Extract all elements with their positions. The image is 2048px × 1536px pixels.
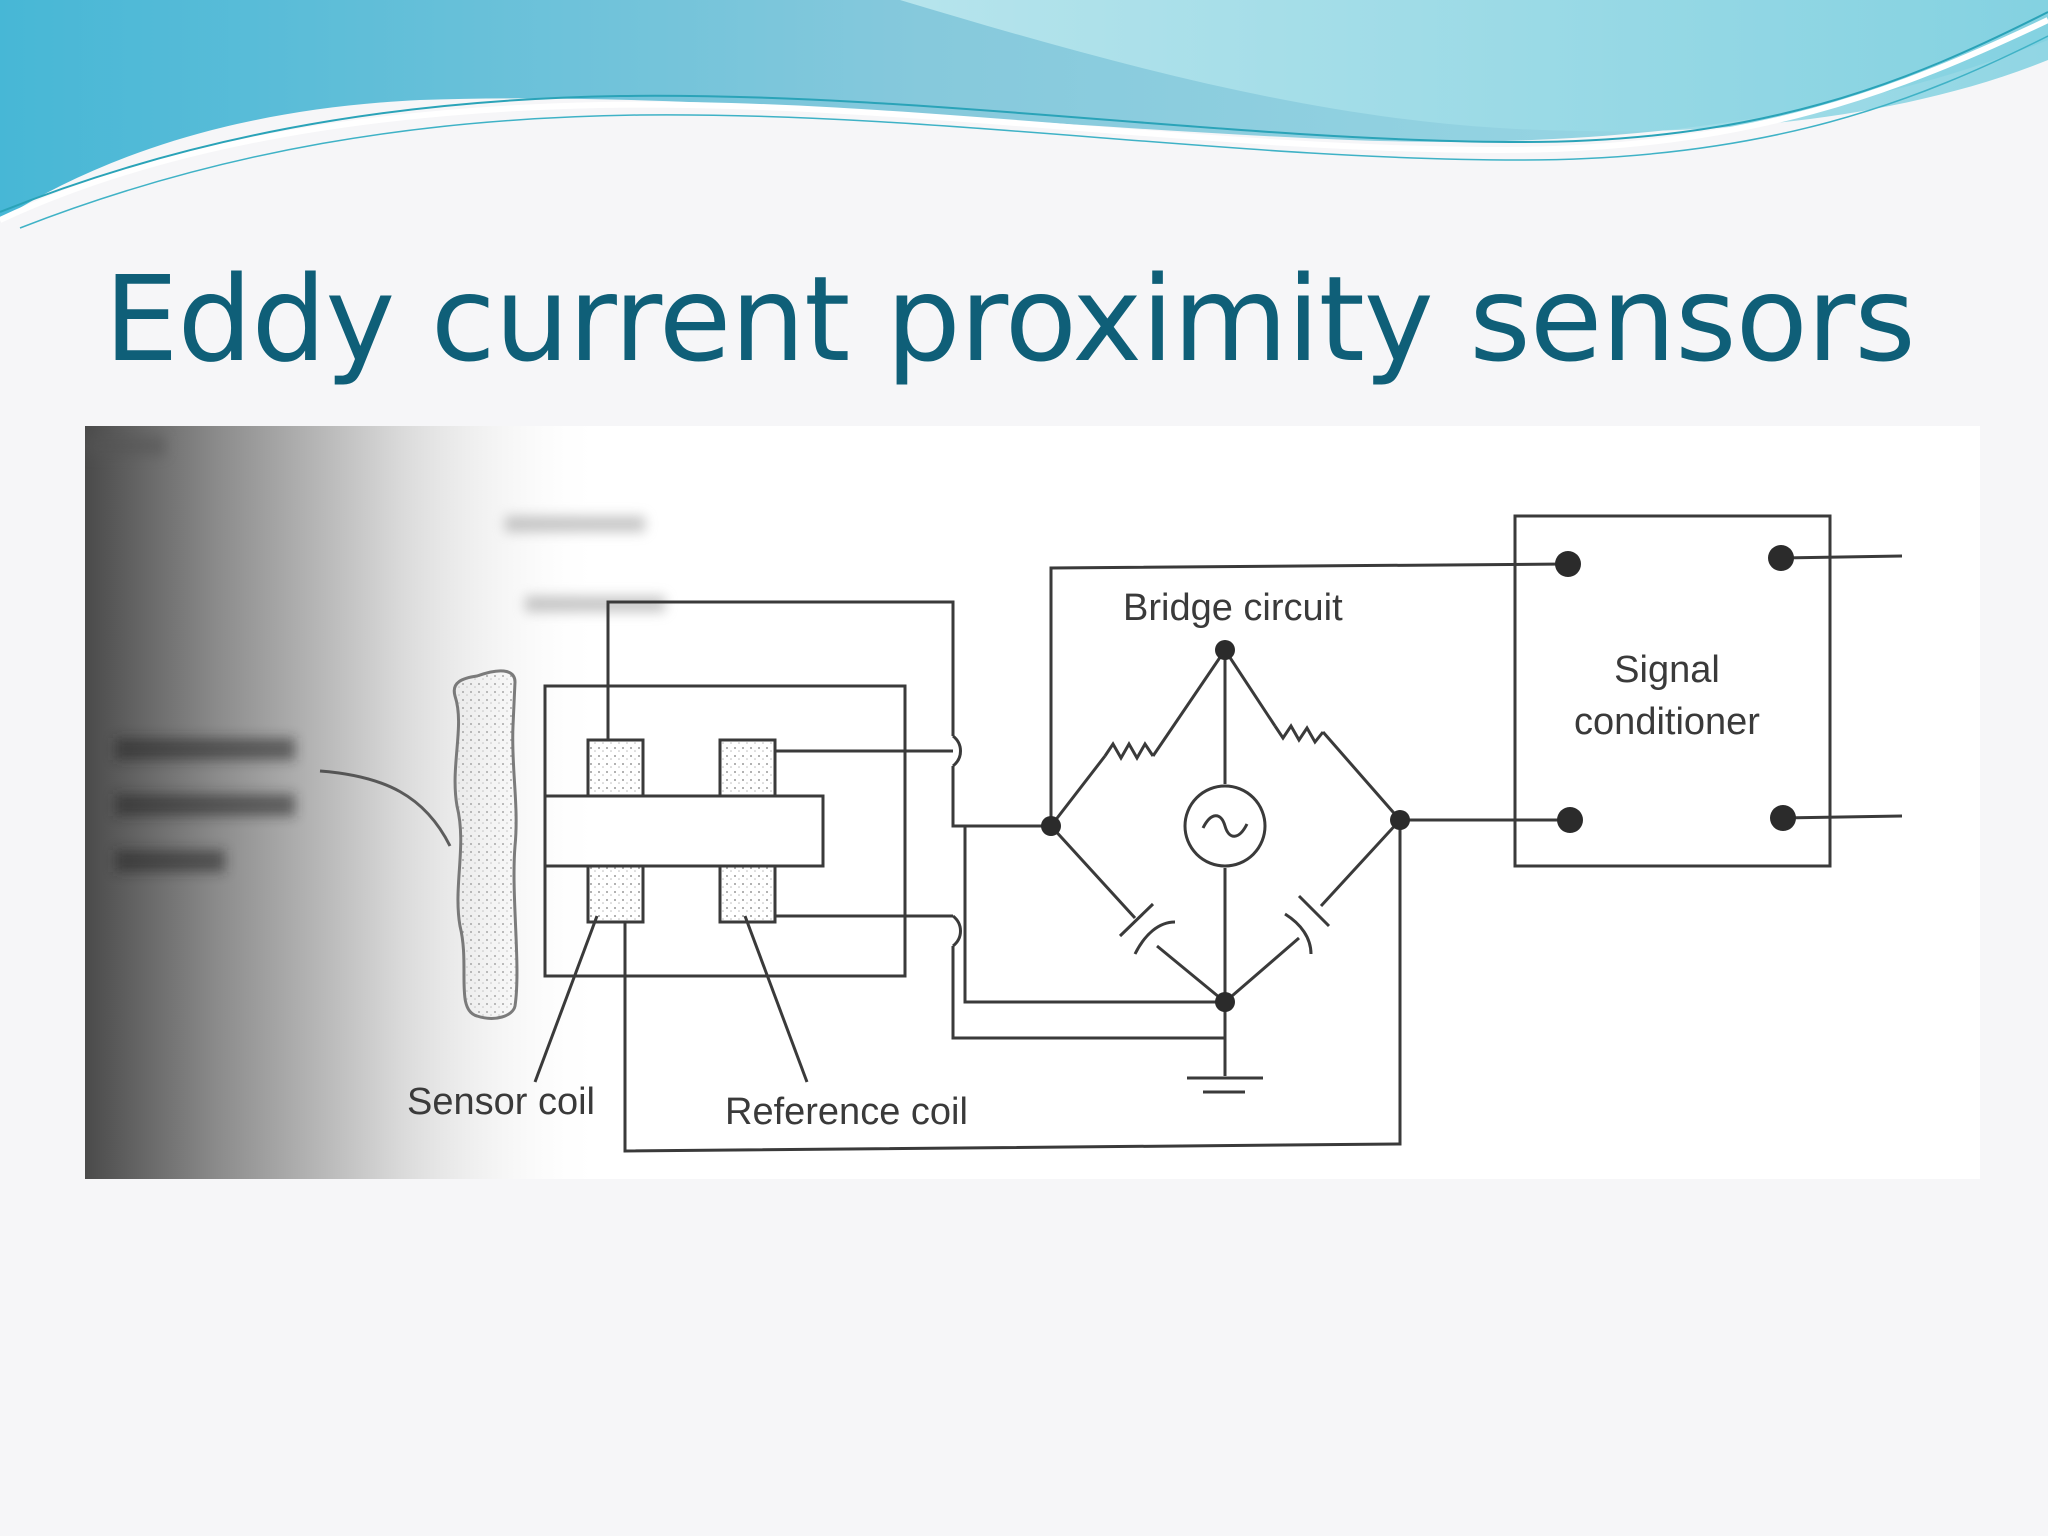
circuit-wires	[606, 554, 1903, 1153]
slide-title: Eddy current proximity sensors	[104, 250, 1916, 388]
blurred-text-marks	[85, 436, 665, 872]
signal-conditioner-terminals	[1555, 545, 1796, 833]
label-reference-coil: Reference coil	[725, 1091, 968, 1133]
ac-source-icon	[1183, 784, 1267, 868]
circuit-diagram: Bridge circuit Signal conditioner Sensor…	[85, 426, 1980, 1179]
signal-conditioner-box	[1513, 514, 1832, 868]
sensor-coil-lower	[586, 864, 645, 924]
label-signal-conditioner-line2: conditioner	[1574, 701, 1760, 743]
ground-icon	[1187, 1002, 1263, 1094]
label-sensor-coil: Sensor coil	[407, 1081, 595, 1123]
target-leader-line	[319, 769, 452, 847]
circuit-diagram-svg: Bridge circuit Signal conditioner Sensor…	[85, 426, 1903, 1179]
probe-core	[543, 794, 825, 868]
reference-coil-leader	[743, 915, 809, 1083]
bridge-circuit	[1049, 649, 1402, 1004]
sensor-coil-upper	[586, 738, 645, 798]
label-bridge-circuit: Bridge circuit	[1123, 587, 1343, 629]
reference-coil-upper	[718, 738, 777, 798]
target-object	[452, 669, 519, 1020]
reference-coil-lower	[718, 864, 777, 924]
header-wave-decoration	[0, 0, 2048, 229]
label-signal-conditioner-line1: Signal	[1614, 649, 1720, 691]
sensor-coil-leader	[533, 915, 599, 1083]
junction-dots	[1041, 640, 1410, 1012]
